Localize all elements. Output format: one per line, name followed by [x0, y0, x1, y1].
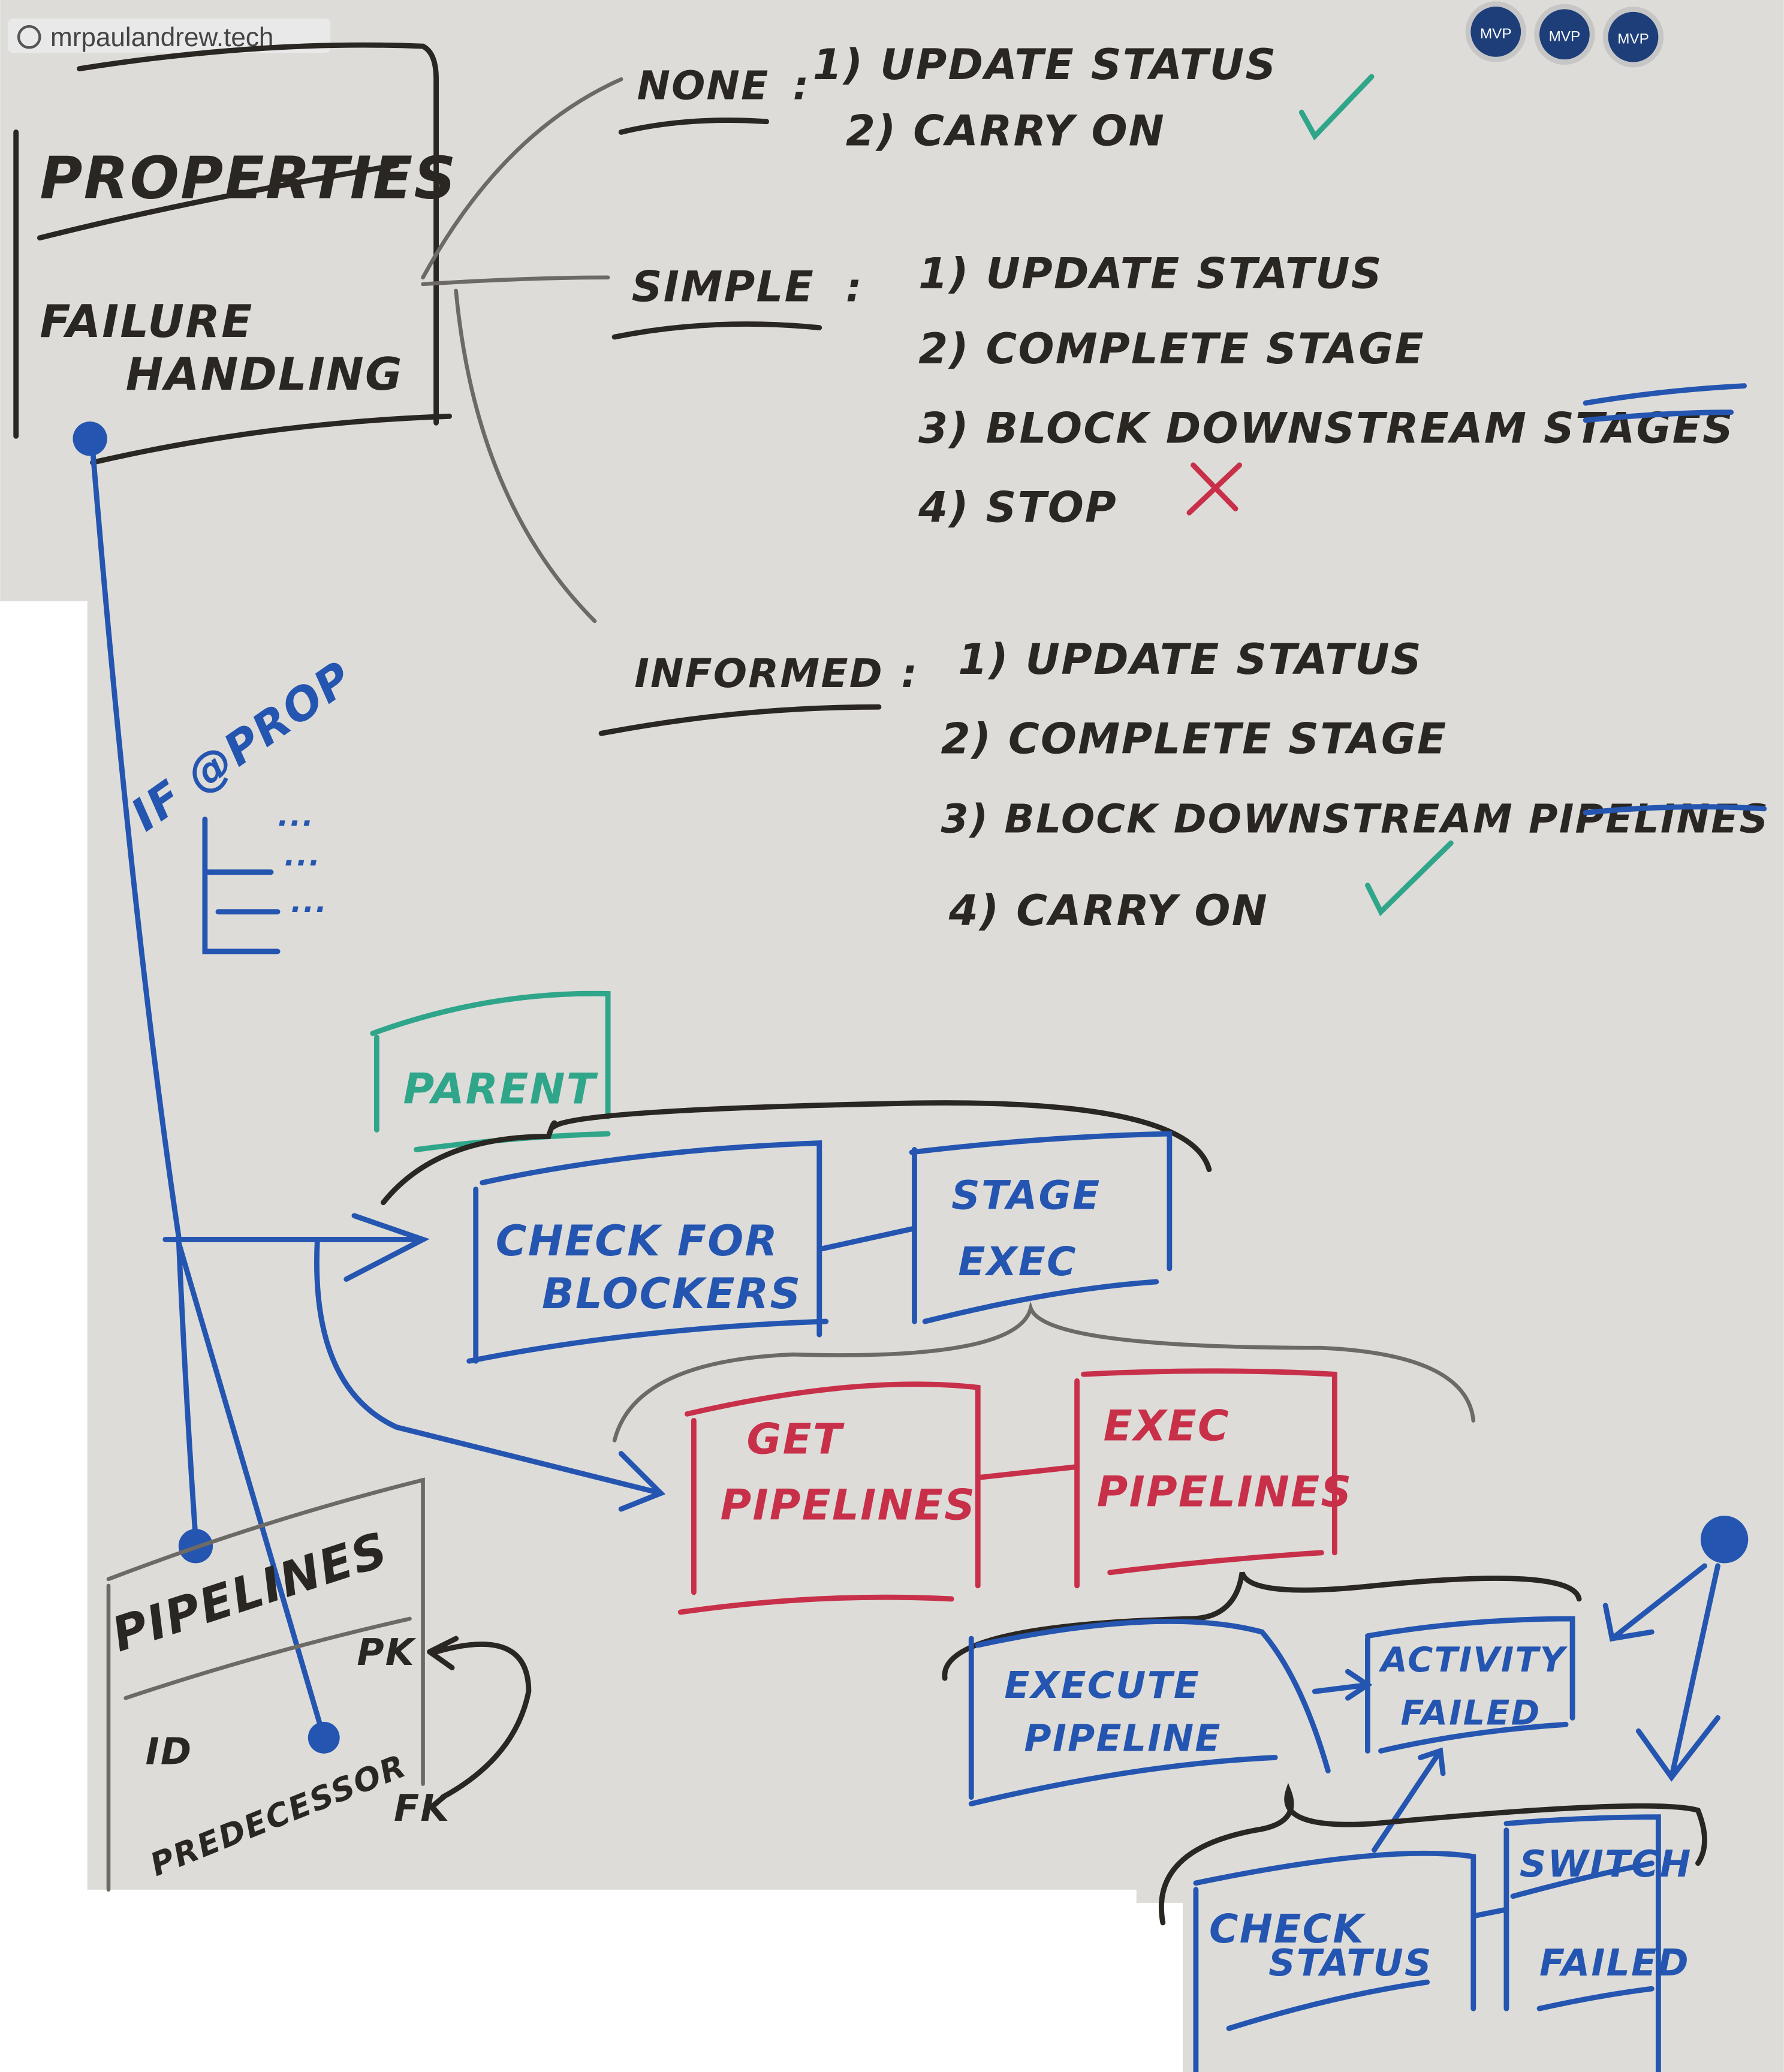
link-line	[978, 1464, 1080, 1480]
child-brace	[612, 1301, 1476, 1442]
check-icon	[1365, 840, 1454, 917]
link-line	[819, 1226, 915, 1252]
pipelines_table-fields-3-text: FK	[394, 1787, 451, 1830]
modes-2-steps-3-text: 4) CARRY ON	[948, 886, 1268, 935]
modes-2-steps-0-text: 1) UPDATE STATUS	[958, 635, 1423, 684]
if_prop-branches-2-text: ...	[291, 886, 328, 919]
parent_label-text: PARENT	[403, 1064, 598, 1113]
mode-none: NONE : 1) UPDATE STATUS 2) CARRY ON	[618, 40, 1375, 155]
underline-stages	[1583, 383, 1747, 423]
execute-pipeline-box: EXECUTE PIPELINE	[968, 1619, 1331, 1806]
modes-1-sep-text: :	[846, 265, 863, 311]
status-brace	[1158, 1782, 1707, 1926]
modes-0-name-text: NONE	[637, 62, 770, 109]
boxes-stage_exec-1-text: EXEC	[958, 1239, 1077, 1285]
boxes-execute_pipeline-0-text: EXECUTE	[1004, 1664, 1200, 1707]
boxes-get_pipelines-0-text: GET	[747, 1414, 845, 1463]
logo-icon	[17, 25, 41, 49]
pipelines_table-fields-1-text: PK	[357, 1631, 416, 1674]
connector-dot	[1700, 1516, 1749, 1564]
boxes-check_status-1-text: STATUS	[1268, 1941, 1432, 1984]
boxes-activity_failed-0-text: ACTIVITY	[1379, 1640, 1568, 1680]
branch-lines	[421, 77, 623, 624]
modes-1-steps-0-text: 1) UPDATE STATUS	[918, 249, 1383, 298]
blue-connector-lines	[90, 446, 664, 1740]
activity-failed-box: ACTIVITY FAILED	[1365, 1616, 1575, 1754]
modes-2-sep-text: :	[901, 650, 918, 697]
switch-failed-box: SWITCH FAILED	[1503, 1814, 1692, 2072]
boxes-check_status-0-text: CHECK	[1209, 1906, 1366, 1952]
modes-1-steps-1-text: 2) COMPLETE STAGE	[918, 324, 1425, 374]
boxes-switch_failed-0-text: SWITCH	[1520, 1842, 1692, 1886]
modes-0-sep-text: :	[793, 62, 810, 109]
watermark: mrpaulandrew.tech	[8, 18, 331, 53]
modes-2-name-text: INFORMED	[634, 650, 884, 697]
mode-informed: INFORMED : 1) UPDATE STATUS 2) COMPLETE …	[598, 635, 1770, 935]
pipelines_table-fields-0-text: ID	[146, 1730, 193, 1773]
boxes-execute_pipeline-1-text: PIPELINE	[1024, 1716, 1221, 1760]
boxes-check_blockers-1-text: BLOCKERS	[542, 1269, 801, 1318]
check-for-blockers-box: CHECK FOR BLOCKERS	[466, 1140, 829, 1364]
modes-1-name-text: SIMPLE	[632, 263, 815, 312]
watermark-text: mrpaulandrew.tech	[50, 23, 273, 52]
cross-icon	[1186, 462, 1243, 516]
mvp-badges: MVP MVP MVP	[1465, 1, 1664, 68]
properties-box: PROPERTIES FAILURE HANDLING	[13, 42, 457, 465]
check-icon	[1298, 74, 1375, 141]
boxes-exec_pipelines-1-text: PIPELINES	[1097, 1468, 1353, 1517]
boxes-stage_exec-0-text: STAGE	[951, 1173, 1101, 1219]
if_prop-branches-1-text: ...	[284, 839, 321, 873]
connector-dot	[73, 421, 107, 456]
boxes-check_blockers-0-text: CHECK FOR	[496, 1216, 779, 1266]
boxes-get_pipelines-1-text: PIPELINES	[720, 1481, 976, 1530]
parent-brace	[381, 1100, 1212, 1206]
exec-pipelines-box: EXEC PIPELINES	[1074, 1368, 1353, 1589]
exec-brace	[942, 1571, 1582, 1681]
modes-2-steps-1-text: 2) COMPLETE STAGE	[941, 714, 1448, 763]
boxes-activity_failed-1-text: FAILED	[1401, 1692, 1541, 1733]
connector-dot	[308, 1721, 340, 1754]
properties_box-title-text: PROPERTIES	[40, 144, 457, 212]
modes-0-steps-0-text: 1) UPDATE STATUS	[813, 40, 1277, 89]
modes-2-steps-2-text: 3) BLOCK DOWNSTREAM PIPELINES	[941, 796, 1770, 842]
mode-simple: SIMPLE : 1) UPDATE STATUS 2) COMPLETE ST…	[611, 249, 1747, 532]
get-pipelines-box: GET PIPELINES	[677, 1381, 981, 1615]
modes-0-steps-1-text: 2) CARRY ON	[846, 106, 1165, 155]
if_prop-branches-0-text: ...	[278, 800, 315, 833]
mvp-badge: MVP	[1465, 1, 1526, 62]
properties_box-subtitle_line1-text: FAILURE	[40, 295, 253, 348]
boxes-switch_failed-1-text: FAILED	[1539, 1941, 1690, 1984]
boxes-exec_pipelines-0-text: EXEC	[1104, 1401, 1230, 1450]
underline-pipelines	[1583, 804, 1767, 815]
stage-exec-box: STAGE EXEC	[909, 1131, 1173, 1324]
mvp-badge: MVP	[1534, 4, 1595, 65]
if-prop-branches	[202, 817, 281, 954]
modes-1-steps-3-text: 4) STOP	[918, 483, 1117, 532]
mvp-badge: MVP	[1602, 7, 1664, 68]
badges-0-text: MVP	[1480, 26, 1512, 42]
badges-1-text: MVP	[1549, 28, 1581, 44]
check-status-box: CHECK STATUS	[1193, 1850, 1476, 2072]
parent-label: PARENT	[370, 990, 611, 1152]
modes-1-steps-2-text: 3) BLOCK DOWNSTREAM STAGES	[918, 403, 1734, 453]
badges-2-text: MVP	[1617, 31, 1649, 47]
properties_box-subtitle_line2-text: HANDLING	[126, 348, 403, 400]
